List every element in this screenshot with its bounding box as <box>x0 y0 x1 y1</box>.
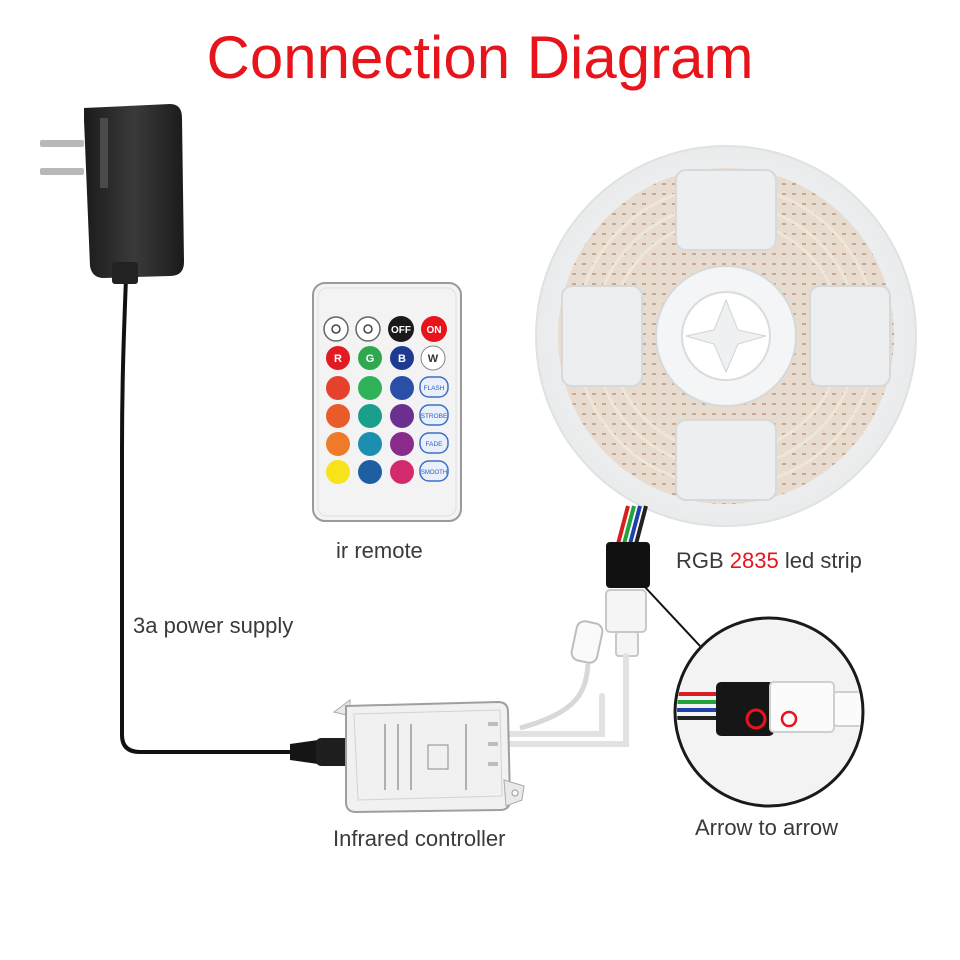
remote-fade-label: FADE <box>426 441 444 448</box>
remote-flash-label: FLASH <box>424 385 445 392</box>
controller-cables <box>502 653 629 747</box>
remote-strobe-label: STROBE <box>421 413 448 420</box>
power-supply-label: 3a power supply <box>133 613 294 638</box>
strip-connector-black <box>606 542 650 588</box>
remote-r-label: R <box>334 353 342 365</box>
arrow-mark-left-icon <box>745 708 767 730</box>
remote-off-button <box>388 316 414 342</box>
remote-off-label: OFF <box>391 325 411 336</box>
dc-plug <box>290 738 350 766</box>
led-strip-prefix: RGB <box>676 548 730 573</box>
power-adapter <box>40 104 184 284</box>
strip-connector-white <box>605 589 647 633</box>
ir-remote: OFF ON R G B W FLASH STROBE FADE S <box>312 282 462 522</box>
page-title: Connection Diagram <box>206 24 754 91</box>
zoom-connection-detail <box>673 616 865 808</box>
controller-label: Infrared controller <box>333 826 506 851</box>
arrow-to-arrow-label: Arrow to arrow <box>695 815 839 840</box>
remote-b-label: B <box>398 353 406 365</box>
ir-remote-label: ir remote <box>336 538 423 563</box>
led-strip-model: 2835 <box>729 548 779 573</box>
brightness-down-icon <box>355 316 381 342</box>
remote-on-label: ON <box>427 325 442 336</box>
ir-receiver <box>519 620 604 731</box>
led-strip-reel <box>535 145 917 527</box>
led-strip-label: RGB 2835 led strip <box>676 548 862 574</box>
led-strip-suffix: led strip <box>778 548 862 573</box>
arrow-mark-right-icon <box>780 710 798 728</box>
remote-smooth-label: SMOOTH <box>421 470 447 476</box>
remote-g-label: G <box>366 353 375 365</box>
remote-w-label: W <box>428 353 439 365</box>
infrared-controller-box <box>332 699 525 814</box>
rgb-wires <box>616 505 648 545</box>
power-cable <box>120 277 290 754</box>
remote-on-button <box>421 316 447 342</box>
brightness-up-icon <box>323 316 349 342</box>
